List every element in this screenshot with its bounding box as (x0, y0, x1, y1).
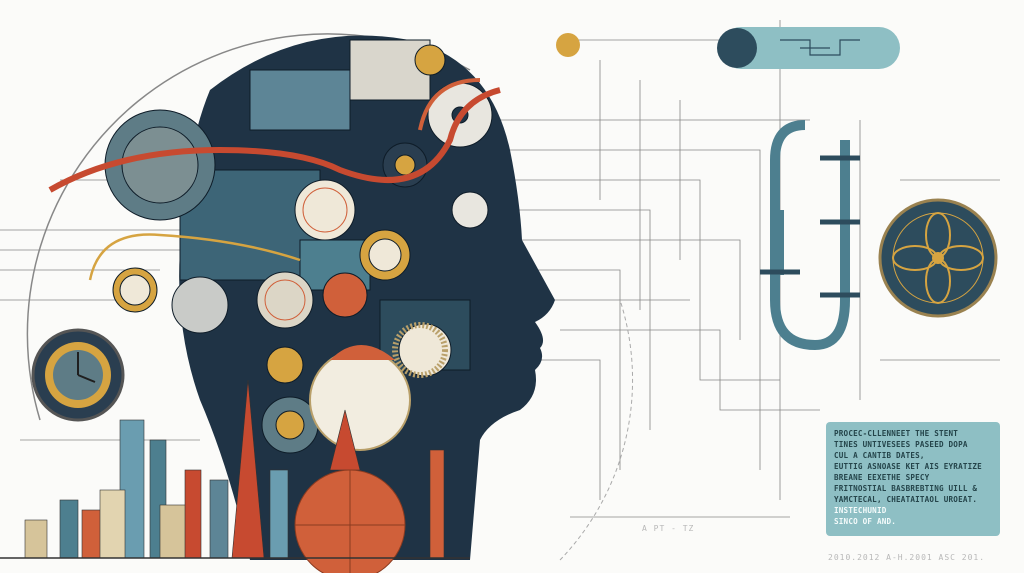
note-line: TINES UNTIVESEES PASEED DOPA (834, 440, 968, 449)
u-pipe (770, 120, 850, 351)
sunburst-dome (309, 349, 411, 451)
machinery (104, 39, 493, 454)
red-pipe (48, 87, 501, 193)
note-line: PROCEC-CLLENNEET THE STENT (834, 429, 959, 438)
note-line: BREANE EEXETHE SPECY (834, 473, 930, 482)
note-line: EUTTIG ASNOASE KET AIS EYRATIZE (834, 462, 982, 471)
flower-emblem (878, 198, 998, 318)
text-note-card: PROCEC-CLLENNEET THE STENT TINES UNTIVES… (826, 422, 1000, 536)
note-line: YAMCTECAL, CHEATAITAOL UROEAT. (834, 495, 978, 504)
note-highlight-line: INSTECHUNID (834, 506, 887, 515)
bottom-center-caption: A PT - TZ (642, 524, 695, 533)
city-towers (24, 379, 445, 559)
note-highlight-line: SINCO OF AND. (834, 517, 897, 526)
note-line: FRITNOSTIAL BASBREBTING UILL & (834, 484, 978, 493)
clock-icon (31, 328, 125, 422)
note-line: CUL A CANTIB DATES, (834, 451, 925, 460)
bottom-right-caption: 2010.2012 A-H.2001 ASC 201. (828, 553, 986, 562)
